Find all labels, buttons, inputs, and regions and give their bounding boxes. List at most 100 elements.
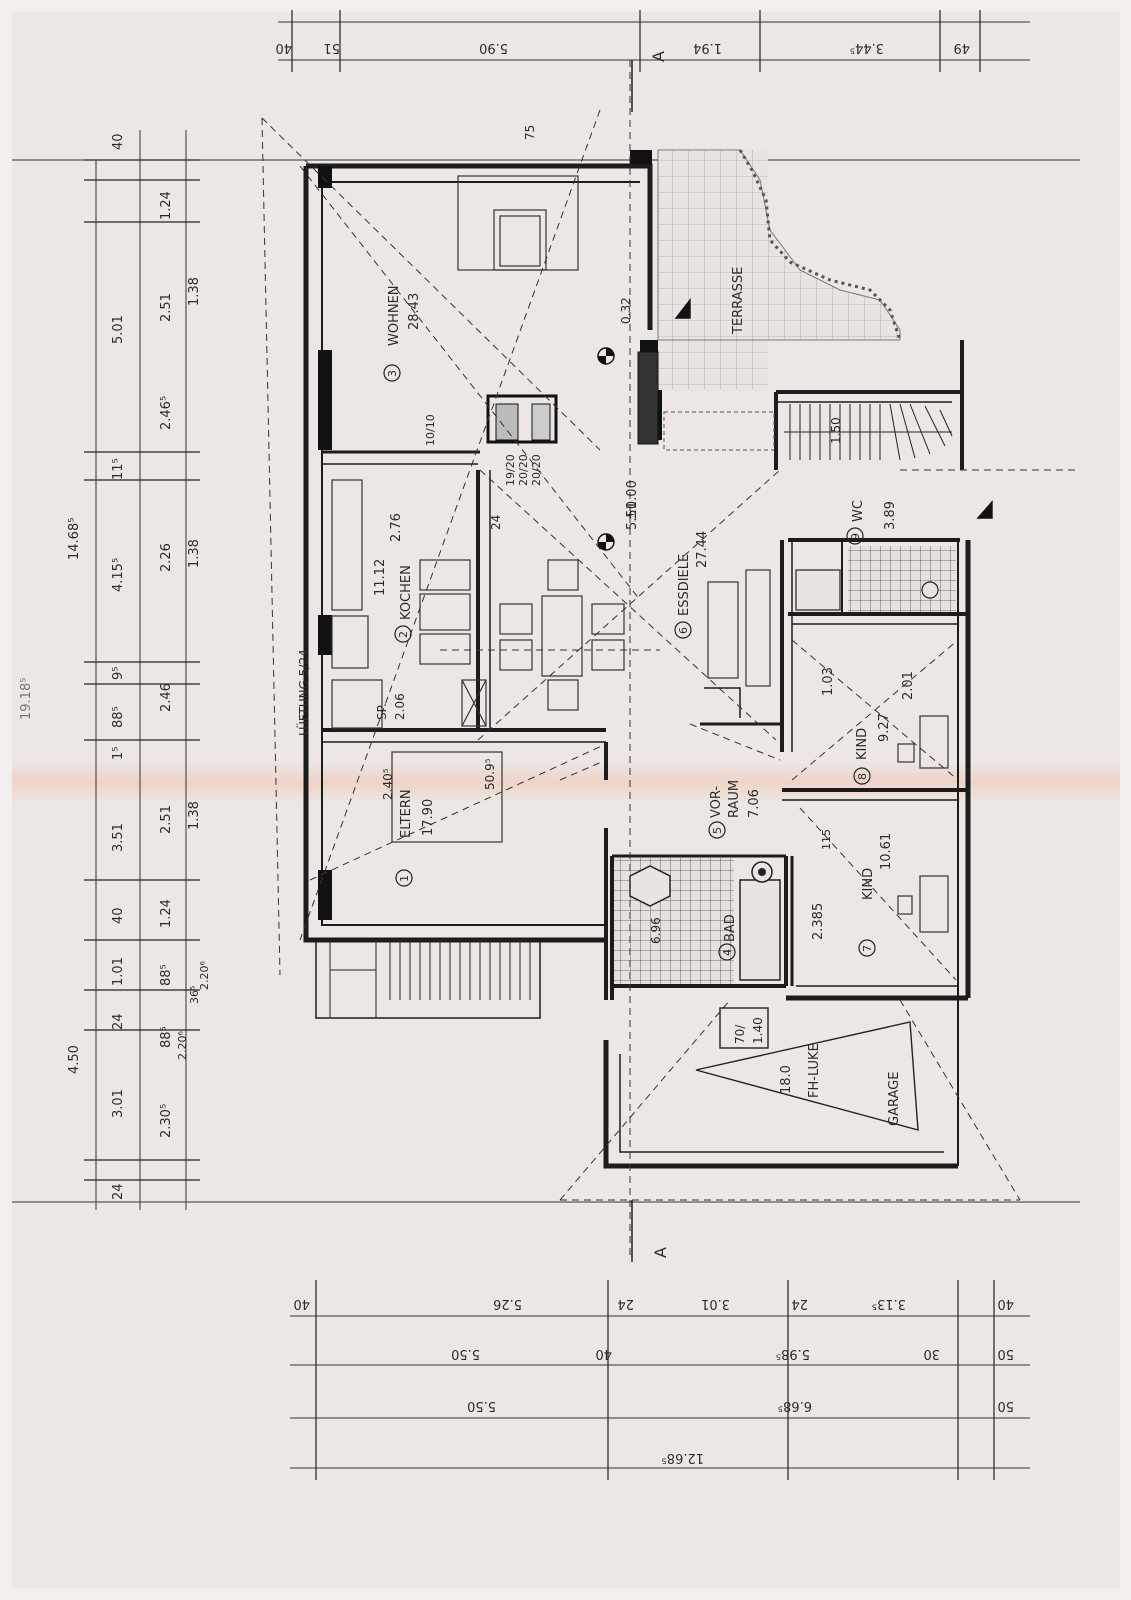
dim-total-upper: 14.68⁵ — [67, 518, 82, 560]
stair-front — [329, 940, 531, 1018]
room-name-vorraum-2: RAUM — [727, 780, 742, 818]
dim-col3: 2.20⁶ — [198, 961, 211, 990]
room-number: 3 — [386, 370, 399, 377]
room-name-garage: GARAGE — [887, 1072, 902, 1126]
dim-col1: 88⁵ — [111, 706, 126, 728]
dim-col1: 4.15⁵ — [111, 558, 126, 592]
dim-bottom-row1: 3.01 — [701, 1296, 730, 1311]
dim-col2: 1.24 — [159, 191, 174, 220]
room-number: 5 — [711, 827, 724, 834]
top-dimension-labels: 40 51 5.90 1.94 3.44⁵ 49 — [275, 40, 970, 55]
dim-top: 3.44⁵ — [850, 40, 884, 55]
walls — [303, 163, 971, 1169]
room-number: 7 — [861, 945, 874, 952]
room-area-kind7: 10.61 — [879, 833, 894, 870]
room-area-sp: 2.06 — [393, 693, 407, 720]
dim-bottom-row1: 3.13⁵ — [872, 1296, 906, 1311]
room-area-wohnen: 28.43 — [407, 293, 422, 330]
left-dimension-labels: 19.18⁵ 14.68⁵ 4.50 40 5.01 11⁵ 4.15⁵ 9⁵ … — [19, 133, 211, 1200]
paper-fold-crease — [12, 760, 1120, 804]
chimney-size-3: 20/20 — [530, 454, 543, 486]
dim-bottom-row2: 5.50 — [451, 1346, 480, 1361]
dim-col2: 2.51 — [159, 293, 174, 322]
dim-509: 50.9⁵ — [483, 758, 497, 790]
room-area-bad: 6.96 — [649, 917, 663, 944]
dim-top: 49 — [953, 40, 970, 55]
dim-75: 75 — [523, 125, 537, 140]
room-number: 8 — [856, 773, 869, 780]
dim-col1: 24 — [111, 1013, 126, 1030]
dim-col1: 24 — [111, 1183, 126, 1200]
stair-width: 1.50 — [829, 417, 843, 444]
level-zero: ±0.00 — [625, 480, 640, 520]
dim-col1: 11⁵ — [111, 458, 126, 480]
dim-col2: 2.26 — [159, 543, 174, 572]
room-name-essdiele: ESSDIELE — [677, 554, 692, 616]
dim-kind8-b: 1.03 — [821, 667, 836, 696]
hatch-size-b: 1.40 — [751, 1017, 765, 1044]
room-name-eltern: ELTERN — [399, 789, 414, 838]
dim-kochen: 2.76 — [389, 513, 404, 542]
dim-kind8-a: 2.01 — [901, 671, 916, 700]
dim-col1: 3.01 — [111, 1089, 126, 1118]
chimney — [486, 351, 659, 445]
stair-top-right — [784, 403, 953, 461]
dim-top: 40 — [275, 40, 292, 55]
label-lueftung: LÜFTUNG 5/24 — [295, 649, 311, 736]
room-number-circles — [383, 364, 876, 961]
chimney-size-1: 19/20 — [504, 454, 517, 486]
attic-hatch — [719, 1007, 769, 1049]
dim-col3: 36⁵ — [188, 986, 201, 1004]
dim-bottom-row3: 5.50 — [467, 1398, 496, 1413]
section-marker-top: A — [649, 51, 668, 62]
dim-col3: 1.38 — [187, 539, 202, 568]
room-name-wohnen: WOHNEN — [387, 285, 402, 346]
room-name-kind8: KIND — [855, 728, 870, 760]
dim-bottom-row1: 24 — [791, 1296, 808, 1311]
room-name-wc: WC — [851, 500, 866, 522]
dim-bottom-row1: 5.26 — [493, 1296, 522, 1311]
dim-bottom-row4: 12.68⁵ — [662, 1450, 704, 1465]
dim-total-outer: 19.18⁵ — [19, 678, 34, 720]
dim-col1: 40 — [111, 133, 126, 150]
dim-col3: 1.38 — [187, 277, 202, 306]
dim-col2: 1.24 — [159, 899, 174, 928]
dim-col2: 2.46 — [159, 683, 174, 712]
dim-col2: 88⁵ — [159, 964, 174, 986]
dim-col2: 2.46⁵ — [159, 396, 174, 430]
label-terrasse: TERRASSE — [731, 267, 746, 335]
chimney-size-2: 20/20 — [517, 454, 530, 486]
dim-top: 1.94 — [693, 40, 722, 55]
dim-col2: 2.30⁵ — [159, 1104, 174, 1138]
furniture — [331, 175, 949, 933]
bottom-dimension-labels: 40 5.26 24 3.01 24 3.13⁵ 40 5.50 40 5.98… — [293, 1296, 1014, 1465]
dim-col2: 88⁵ — [159, 1026, 174, 1048]
dim-bottom-row2: 5.98⁵ — [776, 1346, 810, 1361]
label-step: 0.32 — [619, 297, 633, 324]
dim-col1: 9⁵ — [111, 667, 126, 680]
dim-col1: 40 — [111, 907, 126, 924]
wet-rooms — [614, 546, 956, 984]
room-area-eltern: 17.90 — [421, 799, 436, 836]
room-name-kind7: KIND — [861, 868, 876, 900]
room-area-kochen: 11.12 — [373, 559, 388, 596]
dim-top: 5.90 — [479, 40, 508, 55]
dim-bottom-row1: 40 — [997, 1296, 1014, 1311]
room-name-bad: BAD — [723, 914, 738, 942]
room-area-essdiele: 27.44 — [695, 531, 710, 568]
dim-col3: 2.20⁶ — [176, 1031, 189, 1060]
garage-car-symbol — [695, 1021, 919, 1131]
dim-col3: 1.38 — [187, 801, 202, 830]
dim-bottom-row2: 50 — [997, 1346, 1014, 1361]
section-marker-bottom: A — [651, 1247, 670, 1258]
dim-col1: 1⁵ — [111, 747, 126, 760]
dim-24: 24 — [489, 515, 503, 530]
dim-bottom-row2: 30 — [923, 1346, 940, 1361]
room-name-sp: SP. — [375, 703, 389, 720]
dim-bottom-row3: 50 — [997, 1398, 1014, 1413]
dim-top: 51 — [323, 40, 340, 55]
room-number: 6 — [677, 627, 690, 634]
dashed-lines — [261, 60, 1080, 1260]
hatch-size-a: 70/ — [733, 1024, 747, 1044]
